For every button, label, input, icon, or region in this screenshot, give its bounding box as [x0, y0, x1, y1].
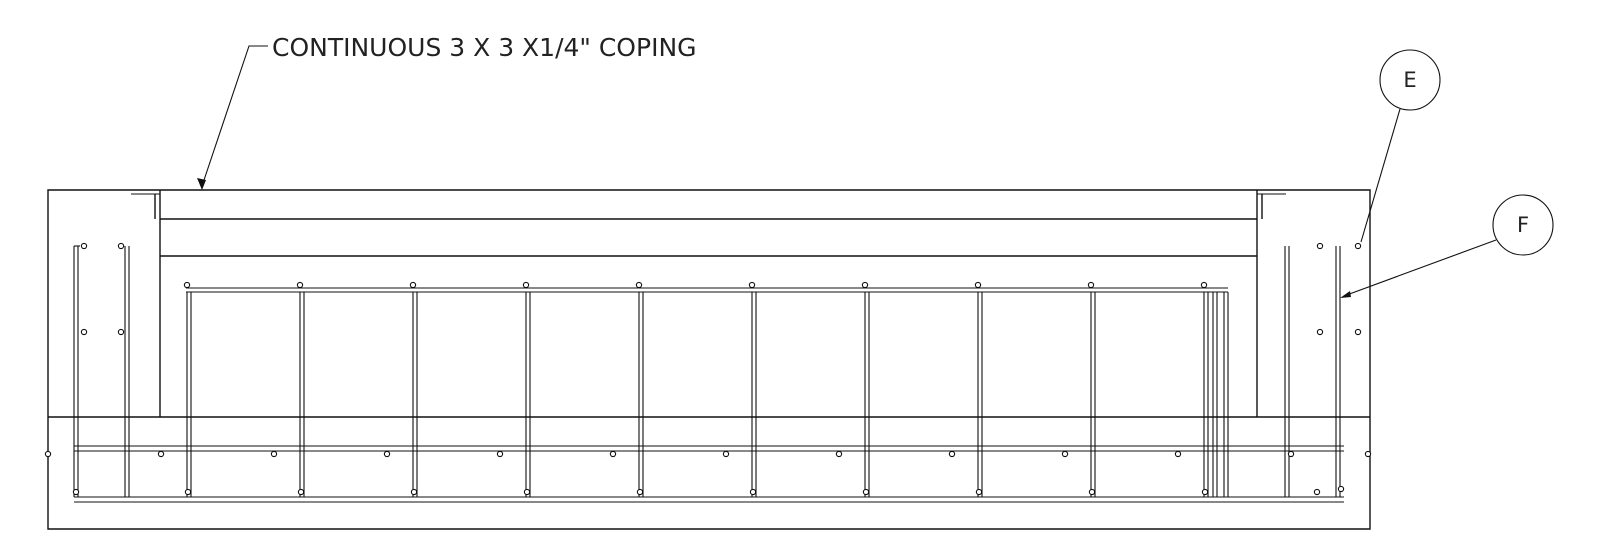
- rebar-dot: [749, 488, 757, 496]
- rebar-dot: [635, 281, 643, 289]
- rebar-dot: [409, 281, 417, 289]
- rebar-dot: [835, 450, 843, 458]
- rebar-dot: [80, 328, 88, 336]
- coping-frame: [131, 189, 1286, 417]
- rebar-dot: [748, 281, 756, 289]
- coping-note-text: CONTINUOUS 3 X 3 X1/4" COPING: [272, 33, 697, 62]
- rebar-dot: [1354, 328, 1362, 336]
- rebar-dot: [1313, 488, 1321, 496]
- coping-callout: CONTINUOUS 3 X 3 X1/4" COPING: [197, 33, 697, 190]
- rebar-cage: [44, 242, 1372, 503]
- marker-f-label: F: [1517, 213, 1529, 237]
- rebar-dot: [80, 242, 88, 250]
- rebar-dot: [296, 281, 304, 289]
- rebar-dot: [974, 281, 982, 289]
- rebar-dot: [383, 450, 391, 458]
- rebar-dot: [72, 488, 80, 496]
- rebar-dot: [522, 281, 530, 289]
- rebar-dot: [1174, 450, 1182, 458]
- rebar-dot: [609, 450, 617, 458]
- rebar-dot: [1087, 281, 1095, 289]
- rebar-dot: [117, 242, 125, 250]
- rebar-dot: [722, 450, 730, 458]
- rebar-dot: [1354, 242, 1362, 250]
- rebar-dot: [410, 488, 418, 496]
- rebar-dot: [496, 450, 504, 458]
- rebar-dot: [523, 488, 531, 496]
- rebar-dot: [1364, 450, 1372, 458]
- marker-e-label: E: [1403, 68, 1416, 92]
- rebar-dot: [297, 488, 305, 496]
- rebar-dot: [117, 328, 125, 336]
- rebar-dot: [184, 488, 192, 496]
- rebar-dot: [1201, 488, 1209, 496]
- rebar-dot: [948, 450, 956, 458]
- rebar-dot: [1316, 328, 1324, 336]
- rebar-dot: [157, 450, 165, 458]
- rebar-dot: [183, 281, 191, 289]
- rebar-dot: [636, 488, 644, 496]
- concrete-outline: [47, 189, 1371, 530]
- rebar-dot: [1316, 242, 1324, 250]
- marker-e: E: [1360, 49, 1441, 243]
- rebar-dot: [1088, 488, 1096, 496]
- rebar-dot: [1200, 281, 1208, 289]
- rebar-dot: [861, 281, 869, 289]
- rebar-dot: [1061, 450, 1069, 458]
- rebar-dot: [1337, 485, 1345, 493]
- rebar-dot: [975, 488, 983, 496]
- rebar-dot: [1287, 450, 1295, 458]
- rebar-dot: [44, 450, 52, 458]
- rebar-dot: [862, 488, 870, 496]
- rebar-dot: [270, 450, 278, 458]
- marker-f: F: [1340, 194, 1554, 298]
